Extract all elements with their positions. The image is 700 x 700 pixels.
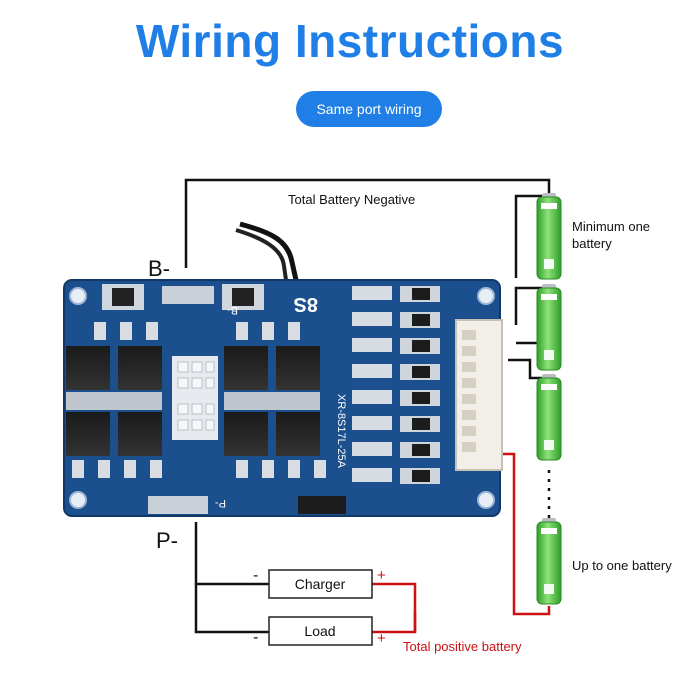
sense-cable — [239, 221, 299, 281]
load-minus: - — [253, 629, 258, 646]
negative-wiring — [184, 178, 551, 634]
same-port-wiring-button[interactable]: Same port wiring — [296, 91, 442, 127]
b-minus-label: B- — [148, 256, 170, 281]
load-plus: + — [377, 630, 386, 647]
bms-board: 8S XR-8S17L-25A B- P- — [63, 279, 503, 517]
charger-box: Charger — [268, 569, 373, 599]
page-title: Wiring Instructions — [135, 15, 565, 67]
board-cell-count: 8S — [294, 293, 318, 315]
battery-3 — [536, 374, 562, 461]
min-battery-label-2: battery — [572, 236, 612, 251]
p-minus-label: P- — [156, 528, 178, 553]
total-positive-label: Total positive battery — [403, 639, 522, 654]
battery-minimum — [536, 193, 562, 280]
board-p-label: P- — [215, 497, 226, 509]
charger-plus: + — [377, 567, 386, 584]
battery-maximum — [536, 518, 562, 605]
max-battery-label: Up to one battery — [572, 558, 672, 573]
load-label: Load — [304, 623, 335, 639]
positive-wiring — [372, 452, 551, 634]
charger-label: Charger — [295, 576, 346, 592]
board-b-label: B- — [227, 304, 238, 316]
charger-minus: - — [253, 567, 258, 584]
battery-2 — [536, 284, 562, 371]
min-battery-label-1: Minimum one — [572, 219, 650, 234]
load-box: Load — [268, 616, 373, 646]
board-model: XR-8S17L-25A — [335, 394, 347, 469]
total-negative-label: Total Battery Negative — [288, 192, 415, 207]
